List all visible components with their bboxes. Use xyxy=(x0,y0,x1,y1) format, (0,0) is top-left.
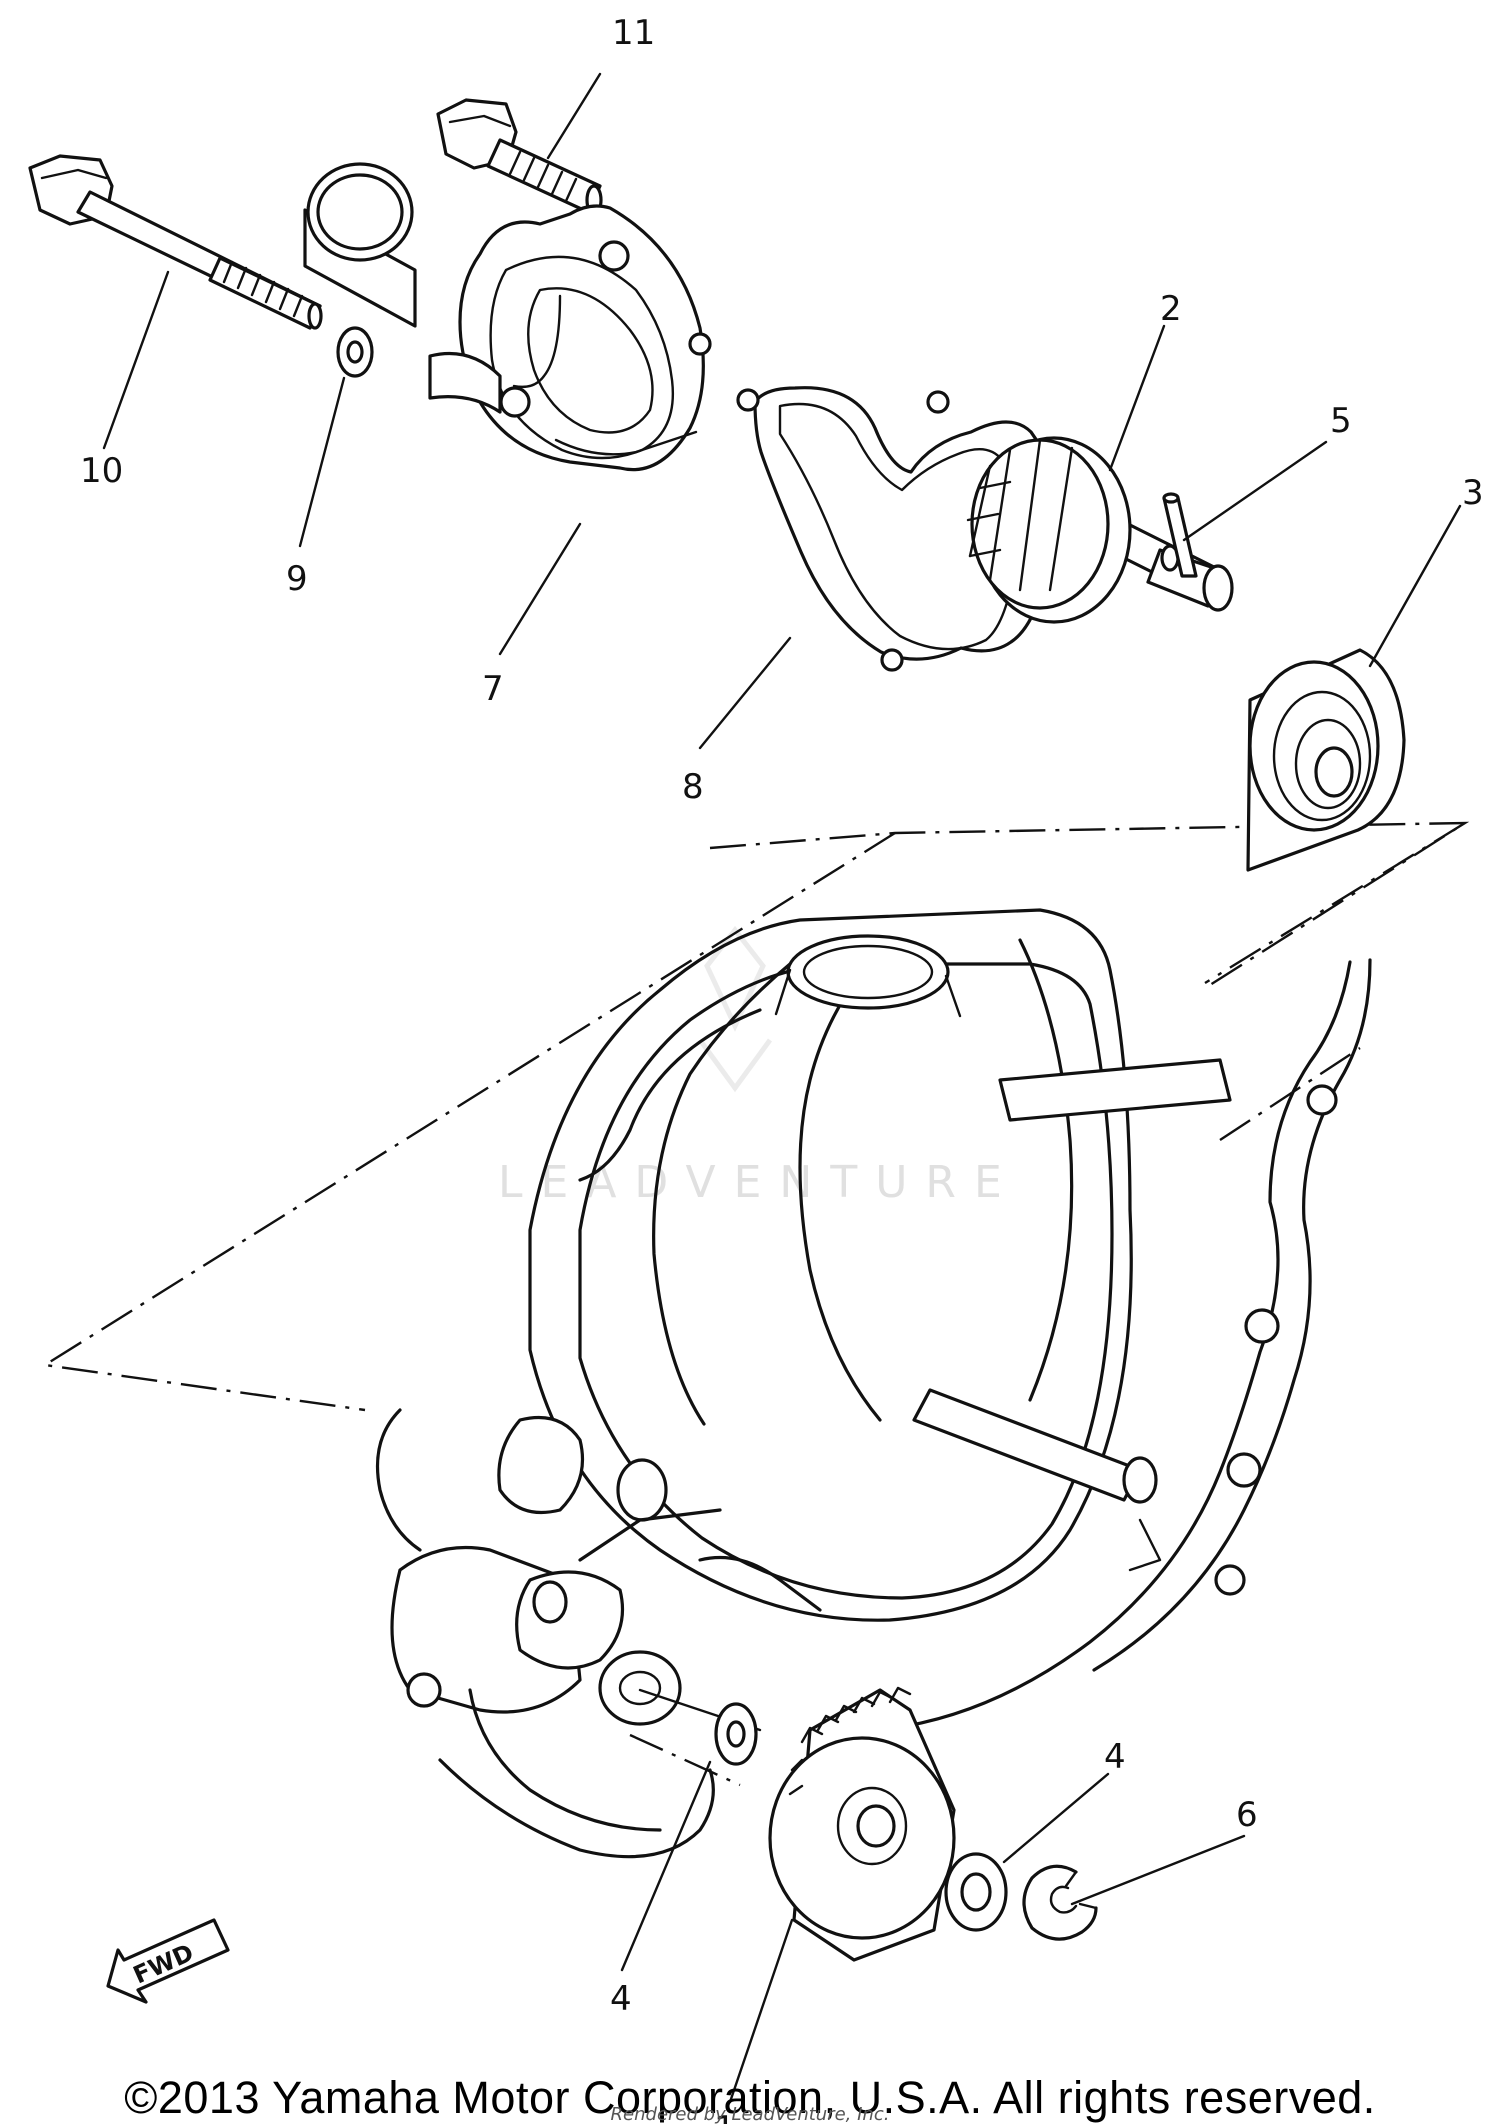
callout-8: 8 xyxy=(682,767,704,807)
callout-7: 7 xyxy=(482,669,504,709)
callout-4-left: 4 xyxy=(610,1979,632,2019)
callout-numbers: 10 9 7 11 8 2 5 3 4 1 4 6 xyxy=(80,13,1484,2124)
leadventure-watermark: LEADVENTURE xyxy=(498,925,1020,1208)
part-10-long-bolt xyxy=(28,154,323,330)
part-11-short-bolt xyxy=(436,98,603,216)
callout-leaders xyxy=(102,72,1462,2104)
part-5-dowel-pin xyxy=(1162,492,1198,578)
part-6-circlip xyxy=(1022,1864,1098,1941)
assembly-reference-lines xyxy=(41,821,1470,1787)
callout-10: 10 xyxy=(80,451,123,491)
part-1-gear xyxy=(768,1686,956,1962)
part-7-pump-housing-cover xyxy=(303,162,712,472)
callout-2: 2 xyxy=(1160,289,1182,329)
part-2-impeller-shaft xyxy=(966,436,1234,624)
crankcase-housing xyxy=(375,908,1372,1859)
copyright-notice: ©2013 Yamaha Motor Corporation, U.S.A. A… xyxy=(124,2072,1376,2123)
callout-4-right: 4 xyxy=(1104,1737,1126,1777)
rendered-by-credit: Rendered by LeadVenture, Inc. xyxy=(610,2104,890,2125)
part-8-gasket xyxy=(736,386,1056,672)
callout-11: 11 xyxy=(612,13,655,53)
callout-3: 3 xyxy=(1462,473,1484,513)
callout-6: 6 xyxy=(1236,1795,1258,1835)
callout-9: 9 xyxy=(286,559,308,599)
part-4-washer-left xyxy=(714,1702,758,1766)
part-9-washer xyxy=(336,326,374,378)
callout-5: 5 xyxy=(1330,401,1352,441)
part-3-bearing xyxy=(1246,648,1406,872)
callout-1: 1 xyxy=(714,2109,736,2124)
watermark-text: LEADVENTURE xyxy=(498,1157,1020,1208)
forward-direction-arrow-icon: FWD xyxy=(106,1918,230,2004)
watermark-logo-icon xyxy=(697,925,773,1093)
part-4-washer-right xyxy=(944,1852,1008,1932)
